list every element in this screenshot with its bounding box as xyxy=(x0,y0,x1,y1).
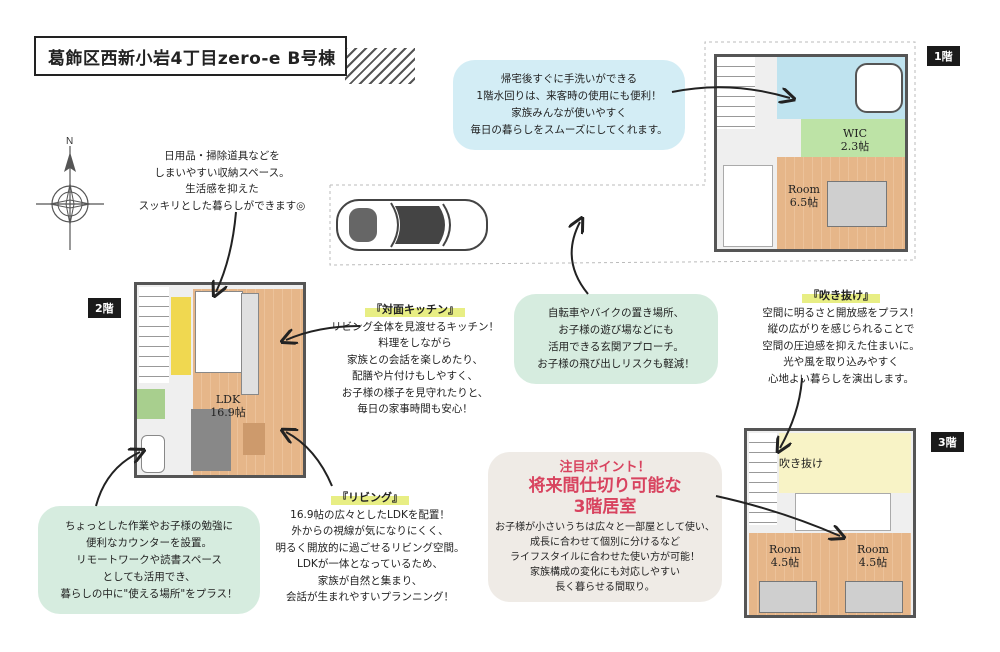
floor-tag-2f: 2階 xyxy=(88,298,121,318)
stairs-1f xyxy=(717,57,755,129)
ldk-label: LDK xyxy=(215,393,241,406)
floor-tag-3f: 3階 xyxy=(931,432,964,452)
ldk-size: 16.9帖 xyxy=(210,406,246,419)
room-3f-b-label: Room xyxy=(857,543,889,556)
page-title-text: 葛飾区西新小岩4丁目zero-e B号棟 xyxy=(48,48,336,69)
floorplan-3f: 吹き抜け Room 4.5帖 Room 4.5帖 xyxy=(744,428,916,618)
water-bubble: 帰宅後すぐに手洗いができる 1階水回りは、来客時の使用にも便利！ 家族みんなが使… xyxy=(453,60,685,150)
approach-bubble: 自転車やバイクの置き場所、 お子様の遊び場などにも 活用できる玄関アプローチ。 … xyxy=(514,294,718,384)
point-label: 注目ポイント！ xyxy=(559,460,651,475)
room-1f-size: 6.5帖 xyxy=(789,196,819,209)
compass-north-label: N xyxy=(66,136,73,147)
entrance-1f xyxy=(723,165,773,247)
fukinuke-note: 『吹き抜け』 空間に明るさと開放感をプラス！ 縦の広がりを感じられることで 空間… xyxy=(762,288,920,385)
fukinuke-label: 吹き抜け xyxy=(779,457,823,470)
sofa-icon xyxy=(191,409,231,471)
floorplan-2f: LDK 16.9帖 xyxy=(134,282,306,478)
bed-icon-1f xyxy=(827,181,887,227)
dining-table-icon xyxy=(195,291,243,373)
bathtub-icon xyxy=(855,63,903,113)
point-title-1: 将来間仕切り可能な xyxy=(528,476,682,496)
title-hatch-decoration xyxy=(345,48,415,84)
bed-icon-3f-right xyxy=(845,581,903,613)
counter-bubble: ちょっとした作業やお子様の勉強に 便利なカウンターを設置。 リモートワークや読書… xyxy=(38,506,260,614)
fukinuke-note-title: 『吹き抜け』 xyxy=(802,288,880,305)
kitchen-note: 『対面キッチン』 リビング全体を見渡せるキッチン！ 料理をしながら 家族との会話… xyxy=(331,302,499,415)
room-3f-a-label: Room xyxy=(769,543,801,556)
stairs-3f xyxy=(749,433,777,525)
kitchen-note-title: 『対面キッチン』 xyxy=(365,302,465,319)
bed-icon-3f-left xyxy=(759,581,817,613)
wic-size: 2.3帖 xyxy=(840,140,870,153)
room-3f-a-size: 4.5帖 xyxy=(770,556,800,569)
wic-label: WIC xyxy=(842,127,868,140)
storage-note: 日用品・掃除道具などを しまいやすい収納スペース。 生活感を抑えた スッキリとし… xyxy=(138,150,306,212)
living-note-title: 『リビング』 xyxy=(331,490,409,507)
wic-area xyxy=(801,119,905,157)
floor-tag-1f: 1階 xyxy=(927,46,960,66)
compass-icon: N xyxy=(36,136,104,250)
room-1f-label: Room xyxy=(788,183,820,196)
floorplan-1f: WIC 2.3帖 Room 6.5帖 xyxy=(714,54,908,252)
counter-space-2f xyxy=(137,389,165,419)
car-icon xyxy=(336,199,488,251)
coffee-table-icon xyxy=(243,423,265,455)
stairs-2f xyxy=(139,287,169,383)
living-note: 『リビング』 16.9帖の広々としたLDKを配置！ 外からの視線が気になりにくく… xyxy=(275,490,465,603)
toilet-icon-2f xyxy=(141,435,165,473)
storage-2f xyxy=(171,297,191,375)
kitchen-counter-icon xyxy=(241,293,259,395)
page-title: 葛飾区西新小岩4丁目zero-e B号棟 xyxy=(34,36,347,76)
closet-3f xyxy=(795,493,891,531)
point-bubble: 注目ポイント！ 将来間仕切り可能な 3階居室 お子様が小さいうちは広々と一部屋と… xyxy=(488,452,722,602)
room-3f-b-size: 4.5帖 xyxy=(858,556,888,569)
point-title-2: 3階居室 xyxy=(573,497,637,517)
